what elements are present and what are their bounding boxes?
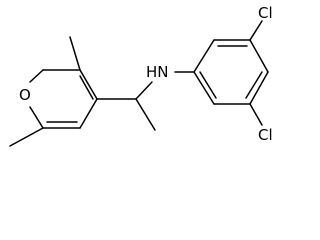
oxygen-atom-label: O [19, 86, 31, 104]
bond-b3-cl [249, 20, 263, 41]
chemical-structure-diagram: O HN Cl Cl [9, 4, 273, 147]
bond-c2-c3-double-inner [79, 75, 94, 100]
bond-b5-cl [249, 103, 263, 126]
bond-ch-nh [135, 81, 153, 100]
bond-c2-c3 [79, 69, 98, 100]
bond-benzene-inner-2 [245, 71, 263, 99]
bond-b6-b1 [193, 71, 215, 105]
bond-methyl-top [69, 36, 81, 71]
bond-benzene-inner-3 [199, 71, 217, 99]
bond-methyl-bottom [9, 127, 44, 147]
bond-c3-c4 [79, 98, 98, 129]
bond-b3-b4 [249, 39, 269, 73]
chlorine-top-atom-label: Cl [258, 4, 273, 22]
bond-c5-o1 [29, 106, 44, 129]
chlorine-bottom-atom-label: Cl [258, 126, 273, 144]
bond-o1-c2 [29, 69, 44, 83]
amine-atom-label: HN [146, 63, 169, 81]
bond-ch-methyl [135, 98, 156, 131]
bond-b1-b2 [193, 39, 215, 73]
bond-b4-b5 [249, 71, 269, 105]
